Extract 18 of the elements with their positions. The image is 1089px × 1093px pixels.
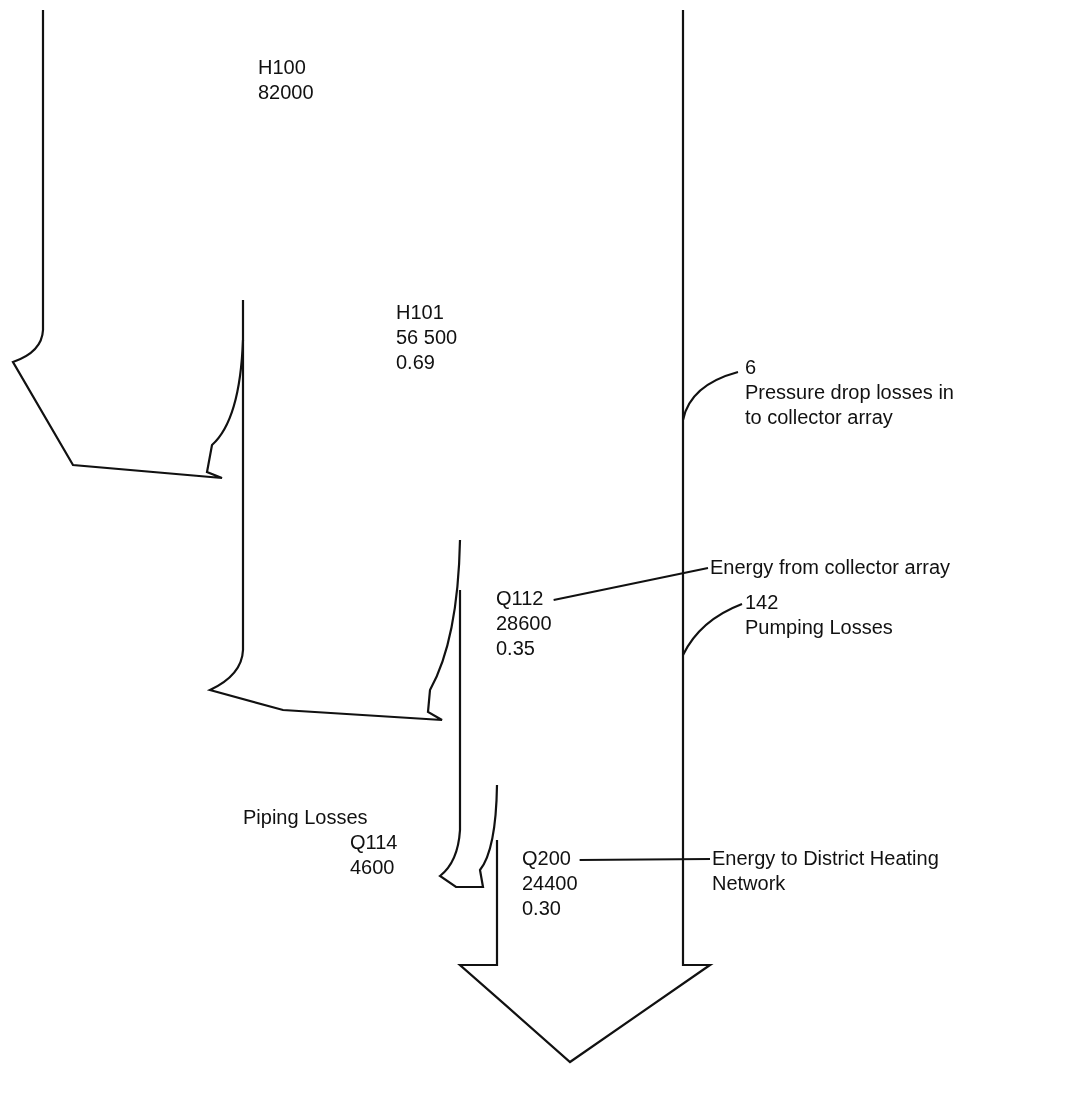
flow-label: Q112 28600 0.35	[496, 586, 552, 661]
flow-label: Energy from collector array	[710, 555, 1010, 580]
value-label: 142	[745, 590, 780, 615]
flow-label: Q200 24400 0.30	[522, 846, 578, 921]
ratio-label: 0.69	[396, 350, 436, 375]
value-label: 56 500	[396, 325, 459, 350]
flow-label: Q114	[350, 830, 399, 855]
flow-label: Energy to District Heating Network	[712, 846, 952, 896]
flow-label: H101	[396, 300, 445, 325]
loss-label: Piping Losses	[243, 805, 369, 830]
value-label: 82000	[258, 80, 315, 105]
loss-label: Pumping Losses	[745, 615, 894, 640]
leader-line	[552, 567, 709, 601]
value-label: 4600	[350, 855, 396, 880]
leader-line	[578, 858, 711, 861]
value-label: 6	[745, 355, 758, 380]
flow-label: H100	[258, 55, 307, 80]
loss-label: Pressure drop losses in to collector array	[745, 380, 955, 430]
